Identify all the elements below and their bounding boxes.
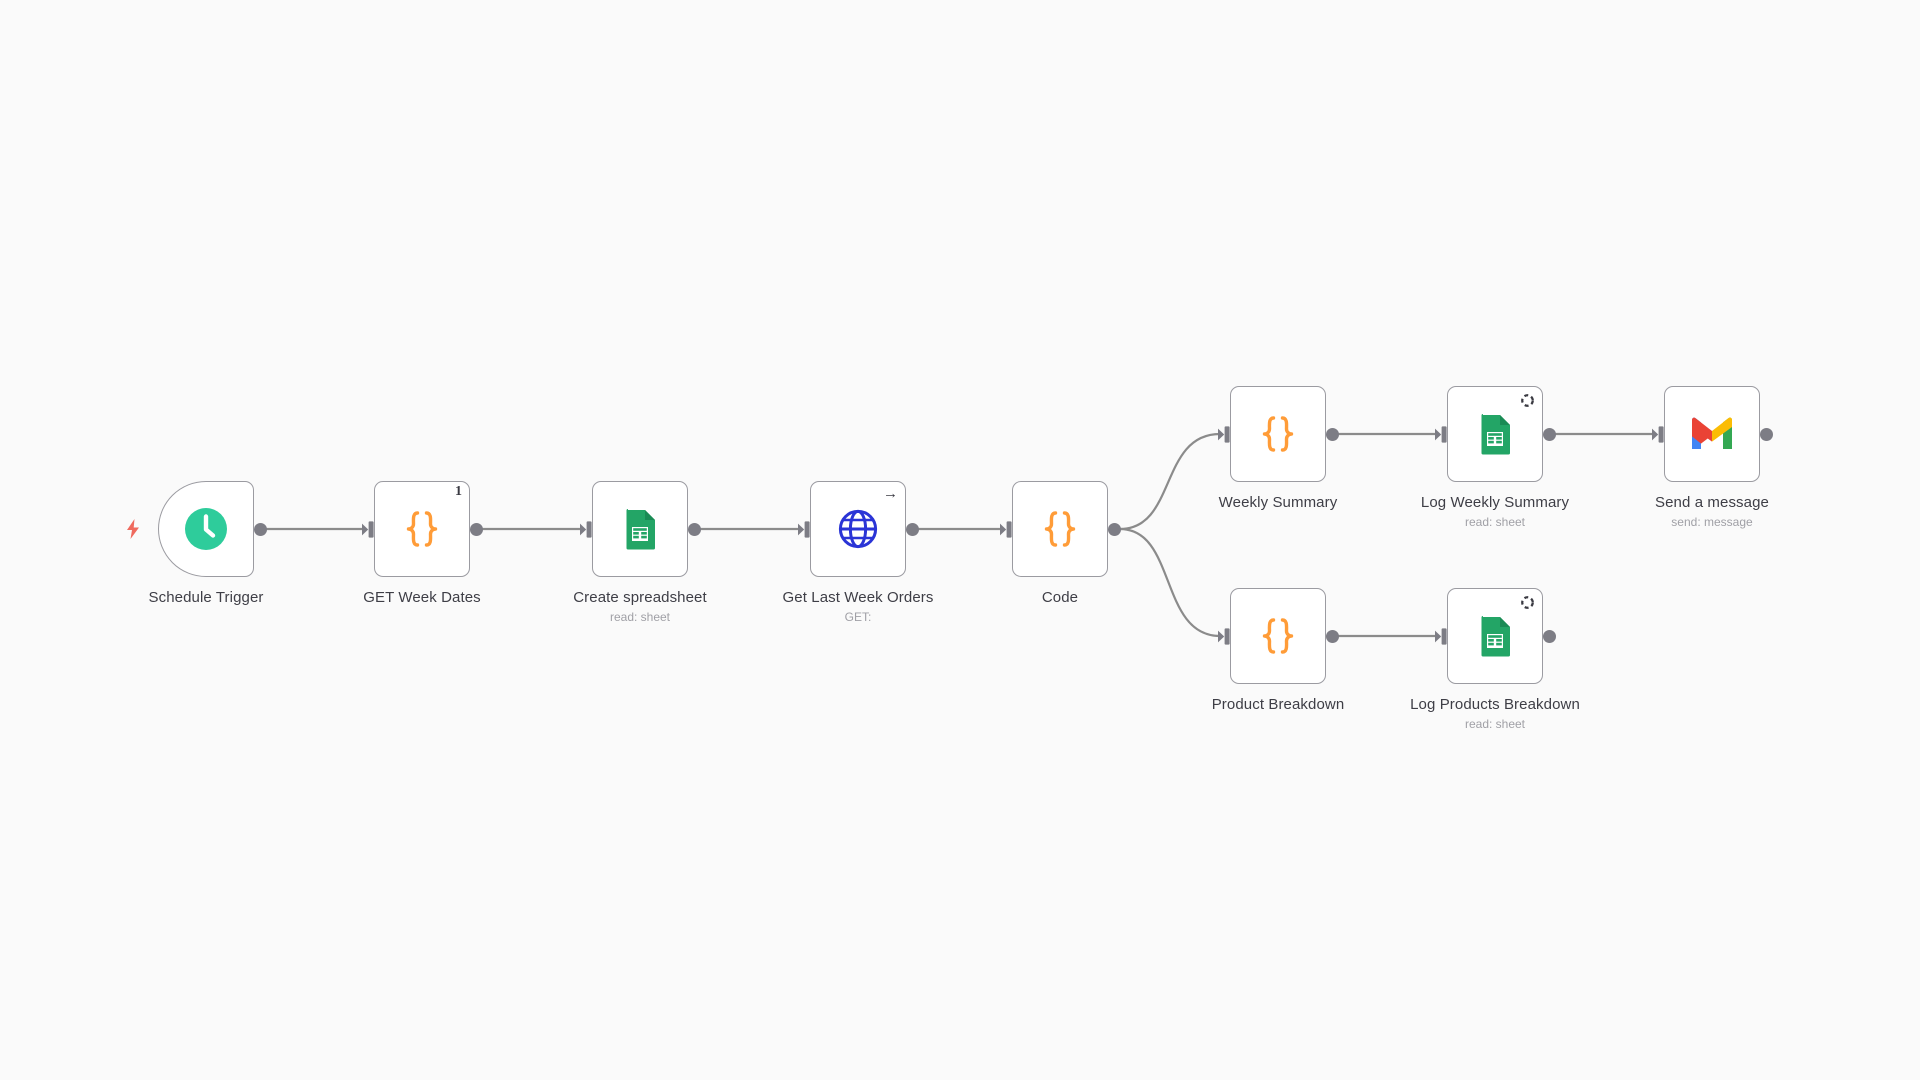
- node-sublabel-send-a-message: send: message: [1671, 515, 1753, 529]
- node-label-get-last-week-orders: Get Last Week Orders: [782, 589, 934, 606]
- node-label-get-week-dates: GET Week Dates: [363, 589, 481, 606]
- node-log-weekly-summary[interactable]: [1447, 386, 1543, 482]
- output-endpoint-log-weekly-summary[interactable]: [1542, 427, 1556, 441]
- node-label-send-a-message: Send a message: [1655, 494, 1769, 511]
- node-get-last-week-orders[interactable]: →: [810, 481, 906, 577]
- globe-icon: [834, 505, 882, 553]
- code-braces-icon: [1036, 505, 1084, 553]
- node-label-create-spreadsheet: Create spreadsheet: [573, 589, 707, 606]
- output-endpoint-weekly-summary[interactable]: [1325, 427, 1339, 441]
- connection-code-to-weekly-summary[interactable]: [1119, 432, 1221, 531]
- retry-circle-icon: [1520, 393, 1535, 408]
- node-label-schedule-trigger: Schedule Trigger: [148, 589, 264, 606]
- node-send-a-message[interactable]: [1664, 386, 1760, 482]
- output-endpoint-product-breakdown[interactable]: [1325, 629, 1339, 643]
- output-endpoint-create-spreadsheet[interactable]: [687, 522, 701, 536]
- google-sheets-icon: [616, 505, 664, 553]
- output-endpoint-get-last-week-orders[interactable]: [905, 522, 919, 536]
- node-create-spreadsheet[interactable]: [592, 481, 688, 577]
- retry-circle-icon: [1520, 595, 1535, 610]
- connection-code-to-product-breakdown[interactable]: [1119, 527, 1221, 638]
- node-get-week-dates[interactable]: 1: [374, 481, 470, 577]
- node-label-log-weekly-summary: Log Weekly Summary: [1420, 494, 1570, 511]
- node-schedule-trigger[interactable]: [158, 481, 254, 577]
- node-label-code: Code: [1041, 589, 1079, 606]
- output-endpoint-code[interactable]: [1107, 522, 1121, 536]
- node-label-log-products-breakdown: Log Products Breakdown: [1410, 696, 1580, 713]
- node-label-product-breakdown: Product Breakdown: [1211, 696, 1345, 713]
- node-label-weekly-summary: Weekly Summary: [1218, 494, 1338, 511]
- lightning-bolt-icon: [124, 518, 142, 539]
- output-endpoint-send-a-message[interactable]: [1759, 427, 1773, 441]
- output-endpoint-get-week-dates[interactable]: [469, 522, 483, 536]
- code-braces-icon: [1254, 410, 1302, 458]
- code-braces-icon: [1254, 612, 1302, 660]
- node-log-products-breakdown[interactable]: [1447, 588, 1543, 684]
- node-product-breakdown[interactable]: [1230, 588, 1326, 684]
- arrow-right-badge-icon: →: [883, 485, 898, 502]
- gmail-icon: [1688, 410, 1736, 458]
- node-sublabel-get-last-week-orders: GET:: [844, 610, 872, 624]
- node-sublabel-create-spreadsheet: read: sheet: [609, 610, 671, 624]
- output-endpoint-log-products-breakdown[interactable]: [1542, 629, 1556, 643]
- clock-icon: [182, 505, 230, 553]
- node-code[interactable]: [1012, 481, 1108, 577]
- item-count-badge: 1: [455, 484, 462, 499]
- node-sublabel-log-products-breakdown: read: sheet: [1464, 717, 1526, 731]
- google-sheets-icon: [1471, 612, 1519, 660]
- node-sublabel-log-weekly-summary: read: sheet: [1464, 515, 1526, 529]
- code-braces-icon: [398, 505, 446, 553]
- node-weekly-summary[interactable]: [1230, 386, 1326, 482]
- google-sheets-icon: [1471, 410, 1519, 458]
- output-endpoint-schedule-trigger[interactable]: [253, 522, 267, 536]
